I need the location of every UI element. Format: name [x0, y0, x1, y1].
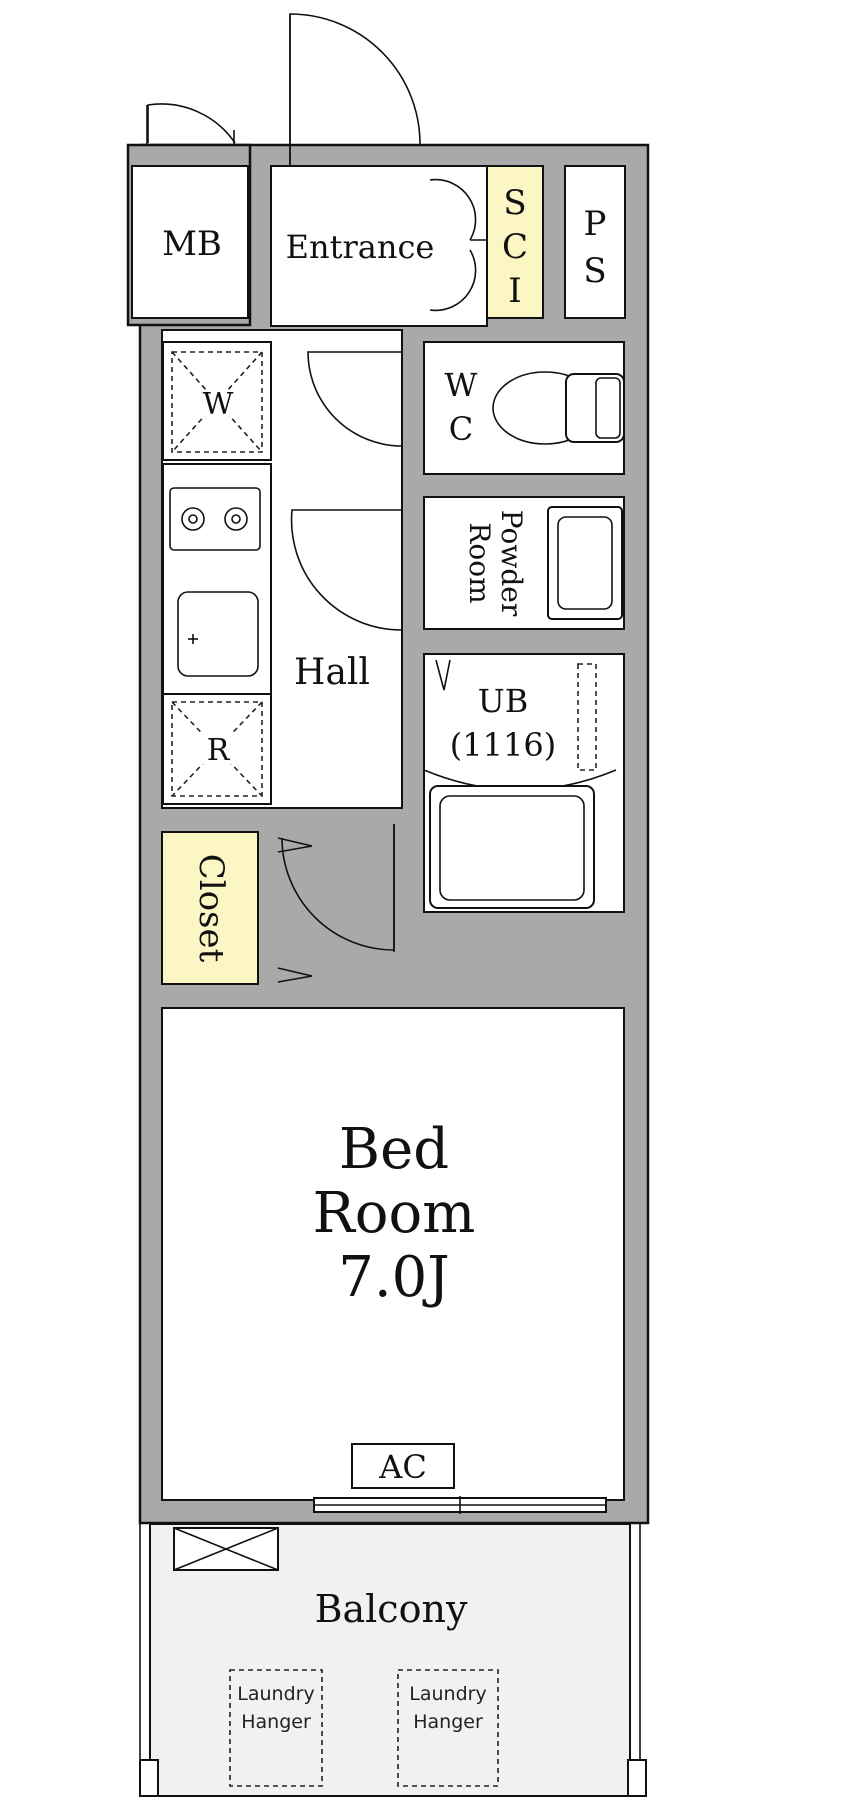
entrance-door-left	[146, 103, 236, 145]
laundry-hanger-left	[229, 1669, 323, 1787]
ps-label-p: P	[584, 204, 607, 244]
vanity-basin	[547, 506, 623, 620]
entrance-label: Entrance	[286, 228, 435, 266]
balcony-post-right	[627, 1759, 647, 1797]
ub-label: UB	[478, 682, 528, 720]
kitchen-sink	[177, 591, 259, 677]
entrance-room	[270, 165, 488, 327]
balcony-label: Balcony	[315, 1587, 468, 1631]
bedroom-label-line2: Room	[313, 1181, 476, 1246]
ub-size-label: (1116)	[450, 726, 556, 764]
balcony-post-left	[139, 1759, 159, 1797]
balcony-window	[313, 1496, 607, 1514]
wc-label-w: W	[445, 366, 478, 404]
bedroom-label-line1: Bed	[339, 1117, 449, 1182]
wc-door-swing	[307, 351, 403, 447]
laundry-hanger-left-line1: Laundry	[237, 1683, 314, 1705]
sci-label-s: S	[503, 183, 526, 223]
stove-hob	[169, 487, 261, 551]
kitchen-counter	[162, 463, 272, 695]
toilet-icon	[492, 371, 625, 445]
mb-room	[131, 165, 249, 319]
ub-door-mark	[435, 659, 451, 691]
entrance-door-main	[289, 13, 421, 165]
outdoor-unit	[173, 1527, 279, 1571]
sci-closet	[486, 165, 544, 319]
laundry-hanger-right-line2: Hanger	[413, 1711, 483, 1733]
closet-label: Closet	[191, 854, 231, 963]
laundry-hanger-left-line2: Hanger	[241, 1711, 311, 1733]
powder-label-line2: Room	[463, 522, 496, 603]
powder-door-swing	[290, 509, 403, 631]
wc-label-c: C	[449, 410, 473, 448]
mb-label: MB	[162, 224, 222, 264]
w-label: W	[203, 387, 234, 422]
hall-label: Hall	[294, 652, 370, 693]
laundry-hanger-right	[397, 1669, 499, 1787]
laundry-hanger-right-line1: Laundry	[409, 1683, 486, 1705]
ps-label-s: S	[583, 251, 606, 291]
sci-label-c: C	[502, 227, 528, 267]
bedroom	[161, 1007, 625, 1501]
sci-door	[429, 178, 487, 312]
bedroom-door-swing	[281, 824, 395, 951]
ac-unit	[351, 1443, 455, 1489]
sci-label-i: I	[508, 271, 521, 311]
closet	[161, 831, 259, 985]
ps-shaft	[564, 165, 626, 319]
bathtub-icon	[423, 663, 617, 909]
r-label: R	[207, 733, 231, 768]
bedroom-label-line3: 7.0J	[338, 1245, 450, 1310]
powder-label-line1: Powder	[495, 510, 528, 617]
ac-label: AC	[378, 1448, 427, 1486]
